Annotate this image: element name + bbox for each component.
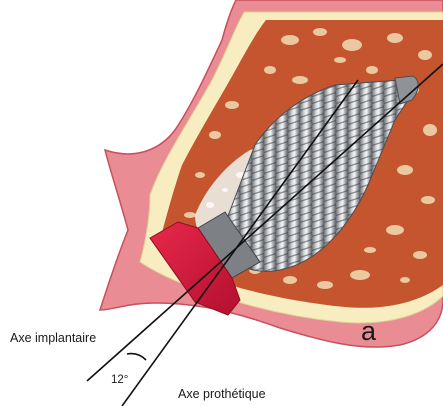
implant-axis-label: Axe implantaire — [10, 331, 96, 345]
prosthetic-axis-label: Axe prothétique — [178, 387, 266, 401]
panel-label: a — [361, 316, 377, 346]
angle-arc — [127, 354, 146, 360]
angle-label: 12° — [111, 374, 128, 386]
